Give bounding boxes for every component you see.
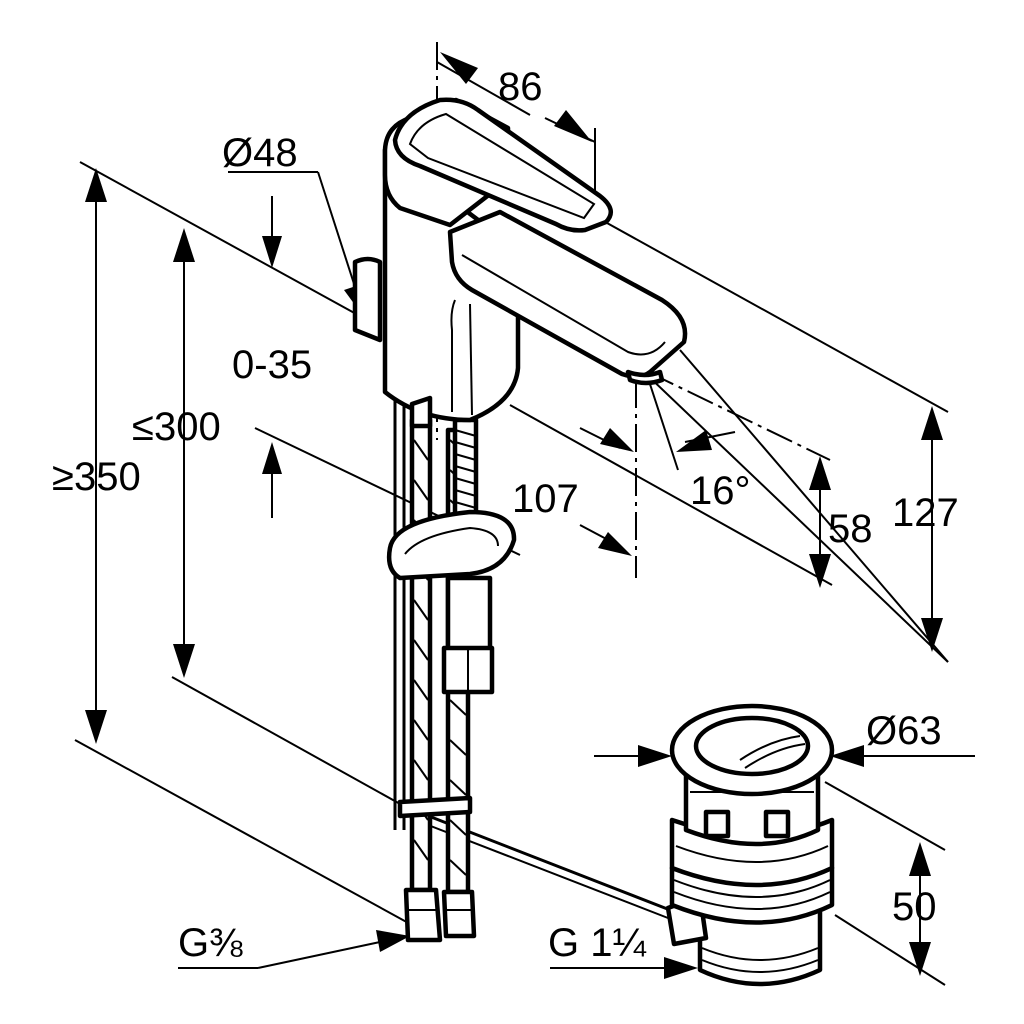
dim-waste-diameter: Ø63 (866, 709, 942, 753)
dimension-lines (74, 42, 975, 986)
pop-up-waste (407, 703, 835, 987)
dim-waste-thread: G 1¼ (548, 921, 646, 965)
dim-deck-thickness: 0-35 (232, 343, 312, 387)
dim-outlet-height: 58 (828, 507, 873, 551)
dim-spout-projection: 86 (498, 65, 543, 109)
dim-total-height: 127 (892, 491, 959, 535)
faucet-body (352, 97, 688, 429)
dimension-labels: 86 Ø48 0-35 ≤300 ≥350 107 16° 58 127 Ø63… (52, 65, 959, 965)
mounting-set (386, 417, 517, 695)
dim-spout-reach: 107 (512, 477, 579, 521)
dim-waste-height: 50 (892, 885, 937, 929)
dim-hose-thread: G⅜ (178, 921, 243, 965)
dim-max-height: ≤300 (132, 405, 221, 449)
dim-spout-angle: 16° (690, 469, 751, 513)
dim-body-diameter: Ø48 (222, 131, 298, 175)
dim-min-height: ≥350 (52, 455, 141, 499)
